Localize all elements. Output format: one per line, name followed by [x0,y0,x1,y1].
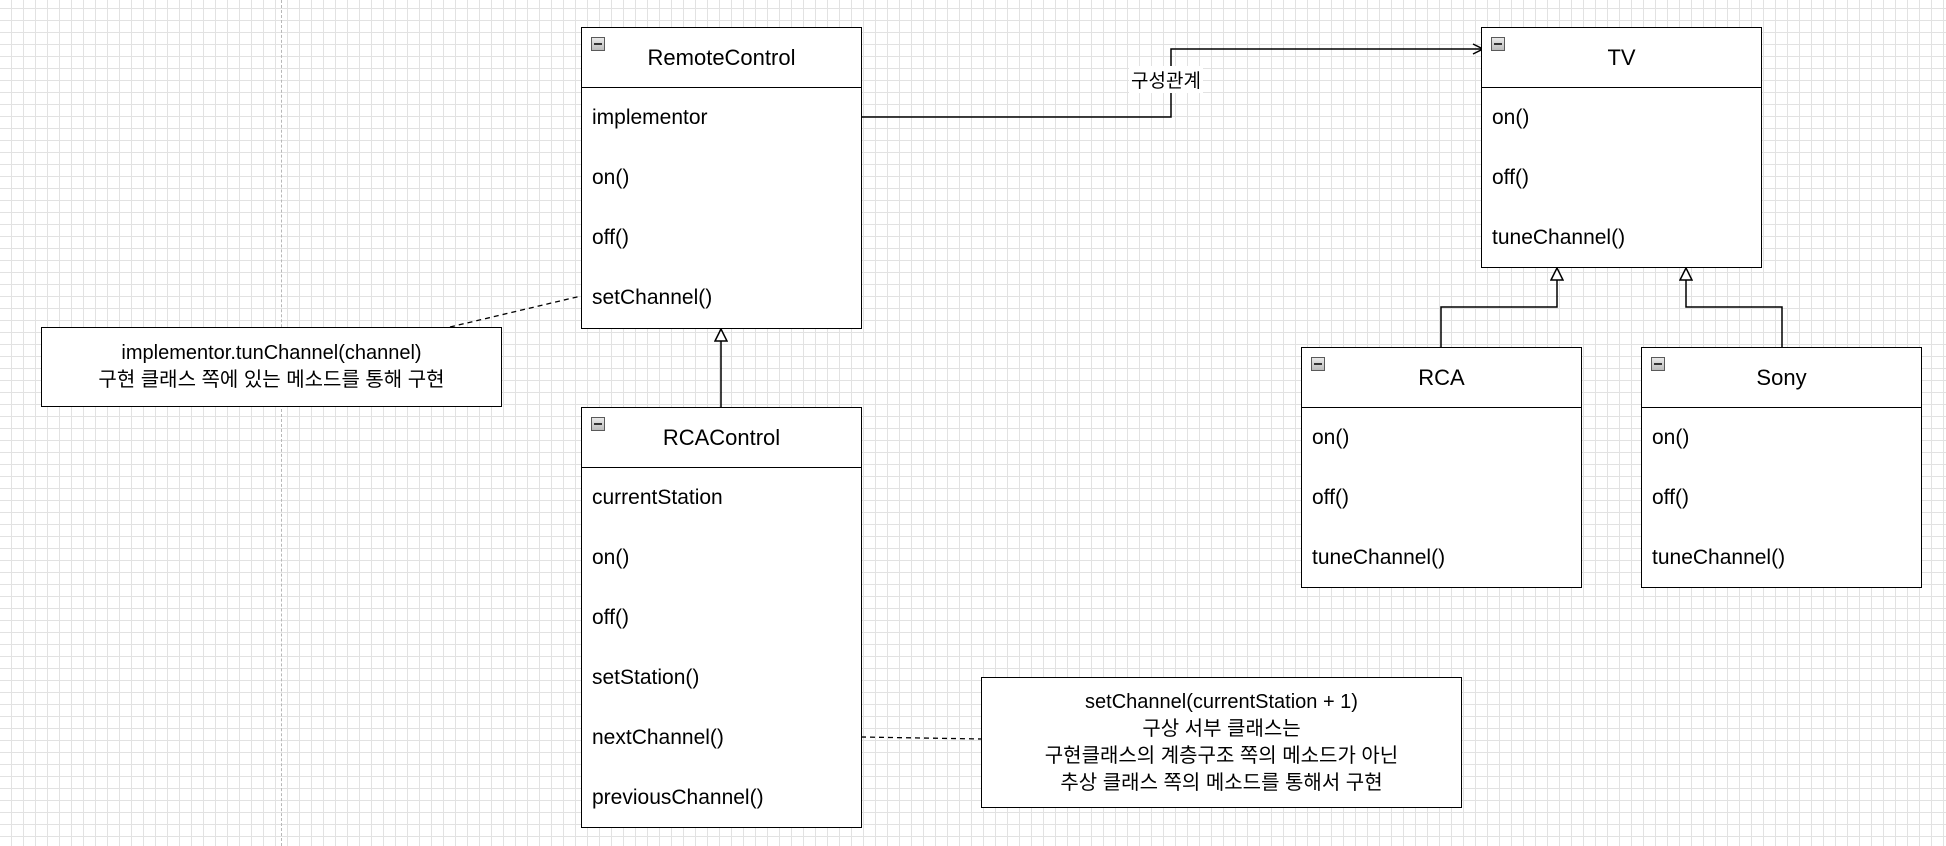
note-line: setChannel(currentStation + 1) [1085,690,1358,713]
composition-label: 구성관계 [1129,66,1203,93]
class-sony-member: off() [1652,486,1689,509]
class-rca-control-header: RCAControl [582,408,861,468]
class-rca-control-member: setStation() [592,666,700,689]
class-remote-control-member: on() [592,166,630,189]
note-line: implementor.tunChannel(channel) [121,342,422,364]
note-next-channel[interactable]: setChannel(currentStation + 1) 구상 서부 클래스… [981,677,1462,808]
class-rca-control-name: RCAControl [662,424,781,450]
class-rca-header: RCA [1302,348,1581,408]
note-line: 구현 클래스 쪽에 있는 메소드를 통해 구현 [98,369,445,391]
collapse-icon[interactable] [1491,37,1505,51]
class-tv-member: tuneChannel() [1492,226,1626,249]
class-tv-header: TV [1482,28,1761,88]
note-line: 구현클래스의 계층구조 쪽의 메소드가 아닌 [1044,744,1399,767]
inheritance-edge-rca [1440,268,1557,347]
class-sony-member: on() [1652,426,1690,449]
class-rca-member: off() [1312,486,1349,509]
inheritance-edge-sony [1686,268,1783,347]
class-sony-name: Sony [1756,364,1807,390]
class-sony[interactable]: Sony on() off() tuneChannel() [1641,347,1922,588]
class-rca-control[interactable]: RCAControl currentStation on() off() set… [581,407,862,828]
collapse-icon[interactable] [591,37,605,51]
class-tv-member: on() [1492,106,1530,129]
class-rca-control-member: off() [592,606,629,629]
class-remote-control[interactable]: RemoteControl implementor on() off() set… [581,27,862,329]
class-rca-control-member: nextChannel() [592,726,724,749]
class-rca-member: on() [1312,426,1350,449]
class-rca[interactable]: RCA on() off() tuneChannel() [1301,347,1582,588]
note-line: 추상 클래스 쪽의 메소드를 통해서 구현 [1060,771,1383,794]
class-remote-control-member: implementor [592,106,708,129]
class-rca-control-member: previousChannel() [592,786,764,809]
collapse-icon[interactable] [1651,357,1665,371]
note-line: 구상 서부 클래스는 [1142,717,1301,740]
class-tv-name: TV [1607,44,1636,70]
page-boundary-guide [281,0,282,846]
class-remote-control-name: RemoteControl [647,44,796,70]
collapse-icon[interactable] [591,417,605,431]
class-sony-header: Sony [1642,348,1921,408]
class-rca-control-member: on() [592,546,630,569]
class-remote-control-member: setChannel() [592,286,713,309]
collapse-icon[interactable] [1311,357,1325,371]
class-tv-member: off() [1492,166,1529,189]
class-sony-member: tuneChannel() [1652,546,1786,569]
note-set-channel[interactable]: implementor.tunChannel(channel) 구현 클래스 쪽… [41,327,502,407]
class-tv[interactable]: TV on() off() tuneChannel() [1481,27,1762,268]
class-remote-control-header: RemoteControl [582,28,861,88]
note-anchor-set-channel [449,295,582,328]
note-anchor-next-channel [860,736,983,740]
class-rca-member: tuneChannel() [1312,546,1446,569]
class-rca-control-member: currentStation [592,486,723,509]
class-rca-name: RCA [1418,364,1465,390]
class-remote-control-member: off() [592,226,629,249]
